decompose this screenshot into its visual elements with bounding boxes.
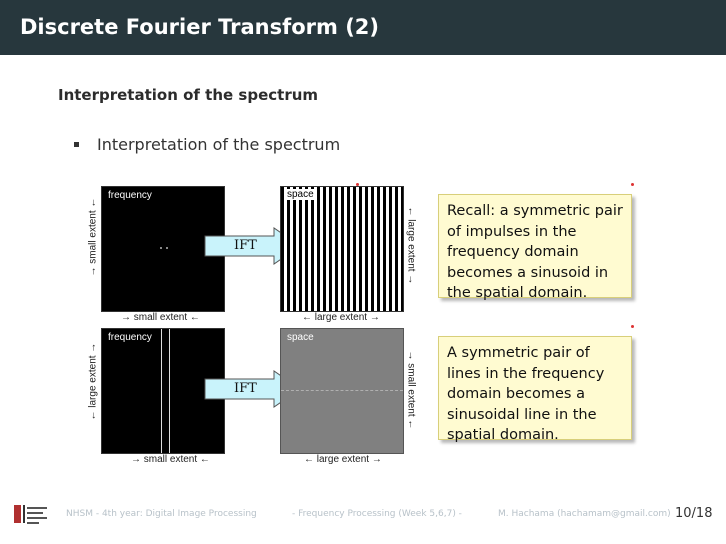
bottom-right-axis-label: → small extent ←: [405, 350, 417, 430]
frequency-line: [161, 329, 162, 453]
frequency-line: [169, 329, 170, 453]
bottom-frequency-panel: frequency: [101, 328, 225, 454]
marker-dot: [631, 325, 634, 328]
top-bottom-left-axis-label: → small extent ←: [121, 312, 200, 323]
slide-title: Discrete Fourier Transform (2): [20, 15, 380, 39]
section-subtitle: Interpretation of the spectrum: [58, 86, 319, 104]
top-ift-label: IFT: [234, 238, 257, 253]
impulse-dot: [160, 247, 162, 249]
bullet-marker: [74, 142, 79, 147]
footer-course: NHSM - 4th year: Digital Image Processin…: [66, 509, 257, 519]
title-bar: [0, 0, 726, 55]
top-right-axis-label: ← large extent →: [405, 206, 417, 285]
impulse-dot: [166, 247, 168, 249]
bottom-space-panel: space: [280, 328, 404, 454]
top-bottom-right-axis-label: ← large extent →: [302, 312, 380, 323]
spectrum-figure: → small extent ← frequency → small exten…: [86, 182, 640, 466]
bottom-space-label: space: [287, 332, 314, 343]
bottom-frequency-label: frequency: [108, 332, 152, 343]
bottom-left-axis-label: ← large extent →: [87, 342, 99, 421]
institution-logo-icon: [14, 505, 47, 524]
bullet-item: Interpretation of the spectrum: [97, 135, 341, 154]
bottom-bottom-left-axis-label: → small extent ←: [131, 454, 210, 465]
page-number: 10/18: [675, 506, 713, 521]
sinusoidal-line: [281, 390, 403, 391]
marker-dot: [631, 183, 634, 186]
footer-topic: - Frequency Processing (Week 5,6,7) -: [292, 509, 462, 519]
top-space-panel: space: [280, 186, 404, 312]
bottom-ift-label: IFT: [234, 381, 257, 396]
footer-author: M. Hachama (hachamam@gmail.com): [498, 509, 671, 519]
top-frequency-label: frequency: [108, 190, 152, 201]
marker-dot: [356, 183, 359, 186]
top-space-label: space: [285, 189, 316, 200]
top-left-axis-label: → small extent ←: [87, 197, 99, 277]
top-note: Recall: a symmetric pair of impulses in …: [438, 194, 632, 301]
top-frequency-panel: frequency: [101, 186, 225, 312]
bottom-bottom-right-axis-label: ← large extent →: [304, 454, 382, 465]
bottom-note: A symmetric pair of lines in the frequen…: [438, 336, 632, 443]
